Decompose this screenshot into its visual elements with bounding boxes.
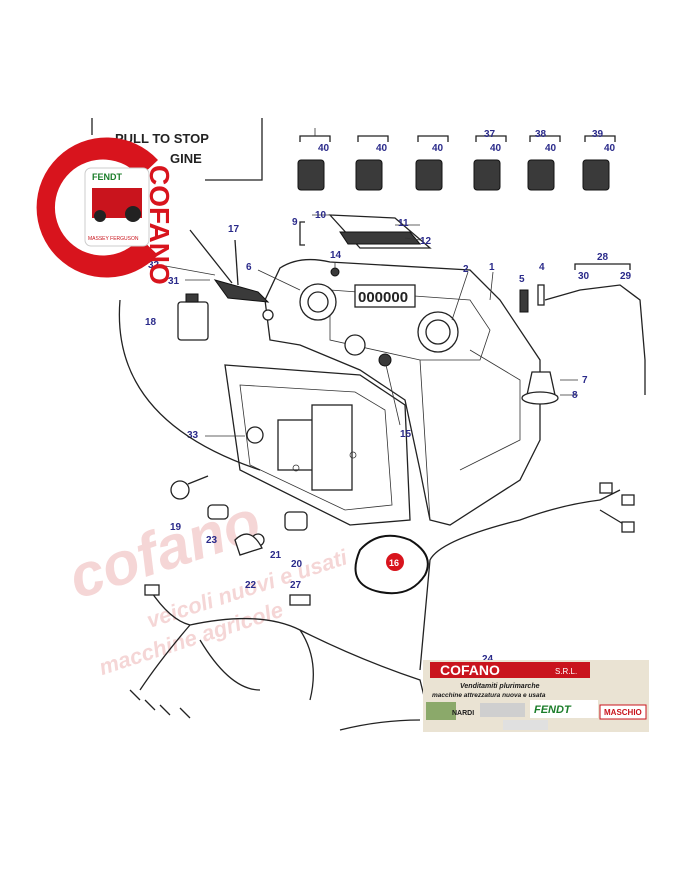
wiring-harness: 24 (118, 299, 635, 731)
loose-parts: 33 19 23 20 21 22 27 (170, 426, 311, 606)
callout-9: 9 (292, 217, 298, 228)
callout-10: 10 (315, 210, 327, 221)
reservoir: 18 (145, 293, 209, 341)
housing-callouts: 6 14 2 1 15 (246, 250, 495, 440)
callout-28: 28 (597, 252, 609, 263)
callout-22: 22 (245, 580, 257, 591)
banner-brand-maschio: MASCHIO (604, 708, 642, 717)
panel-text-line1: PULL TO STOP (115, 131, 209, 146)
banner-suffix: S.R.L. (555, 667, 577, 676)
callout-7: 7 (582, 375, 588, 386)
callout-5: 5 (519, 274, 525, 285)
banner-line2: macchine attrezzatura nuova e usata (432, 692, 546, 699)
warning-light-cluster: 9 10 11 12 (292, 210, 432, 249)
callout-40: 40 (318, 143, 330, 154)
callout-29: 29 (620, 271, 632, 282)
highlight-label: 16 (389, 558, 399, 568)
callout-39: 39 (592, 129, 604, 140)
callout-12: 12 (420, 236, 432, 247)
callout-40: 40 (490, 143, 502, 154)
svg-text:000000: 000000 (358, 289, 408, 306)
callout-30: 30 (578, 271, 590, 282)
callout-2: 2 (463, 264, 469, 275)
callout-15: 15 (400, 429, 412, 440)
callout-6: 6 (246, 262, 252, 273)
callout-11: 11 (398, 218, 409, 229)
callout-27: 27 (290, 580, 302, 591)
callout-24: 24 (482, 654, 494, 665)
callout-40: 40 (545, 143, 557, 154)
callout-19: 19 (170, 522, 182, 533)
callout-33: 33 (187, 430, 199, 441)
cofano-banner: COFANO S.R.L. Venditamiti plurimarche ma… (423, 660, 649, 732)
callout-32: 32 (148, 260, 160, 271)
callout-17: 17 (228, 224, 240, 235)
stop-panel-plate: PULL TO STOP GINE (91, 118, 263, 181)
banner-brand-nardi: NARDI (452, 710, 474, 717)
callout-14: 14 (330, 250, 342, 261)
banner-brand-fendt: FENDT (534, 704, 572, 716)
callout-23: 23 (206, 535, 218, 546)
callout-1: 1 (489, 262, 495, 273)
switch-2: 40 (355, 135, 389, 191)
switch-6: 39 40 (582, 129, 616, 191)
callout-4: 4 (539, 262, 545, 273)
throttle-lever: 17 32 31 (148, 224, 274, 321)
switch-4: 37 40 (473, 129, 507, 191)
callout-21: 21 (270, 550, 282, 561)
switch-1: 40 (297, 128, 331, 191)
logo-brand-top: FENDT (92, 172, 122, 182)
callout-40: 40 (604, 143, 616, 154)
switch-5: 38 40 (527, 129, 561, 191)
callout-18: 18 (145, 317, 157, 328)
callout-37: 37 (484, 129, 496, 140)
logo-brand-bottom: MASSEY FERGUSON (88, 236, 139, 242)
banner-line1: Venditamiti plurimarche (460, 683, 540, 690)
callout-31: 31 (168, 276, 180, 287)
logo-vertical-text: COFANO (144, 165, 175, 285)
highlight-item-16: 16 (354, 534, 429, 595)
dashboard-housing: 000000 (264, 258, 541, 526)
cofano-logo: FENDT MASSEY FERGUSON COFANO (36, 137, 175, 285)
panel-text-line2: GINE (170, 151, 202, 166)
banner-title: COFANO (440, 662, 500, 678)
callout-40: 40 (376, 143, 388, 154)
callout-40: 40 (432, 143, 444, 154)
right-side-parts: 5 4 7 8 28 30 29 (519, 252, 646, 405)
callout-38: 38 (535, 129, 547, 140)
switch-row: 40 40 40 37 40 38 40 39 40 (297, 128, 616, 191)
switch-3: 40 (415, 135, 449, 191)
lower-switch-panel (224, 364, 411, 526)
callout-8: 8 (572, 390, 578, 401)
callout-20: 20 (291, 559, 303, 570)
